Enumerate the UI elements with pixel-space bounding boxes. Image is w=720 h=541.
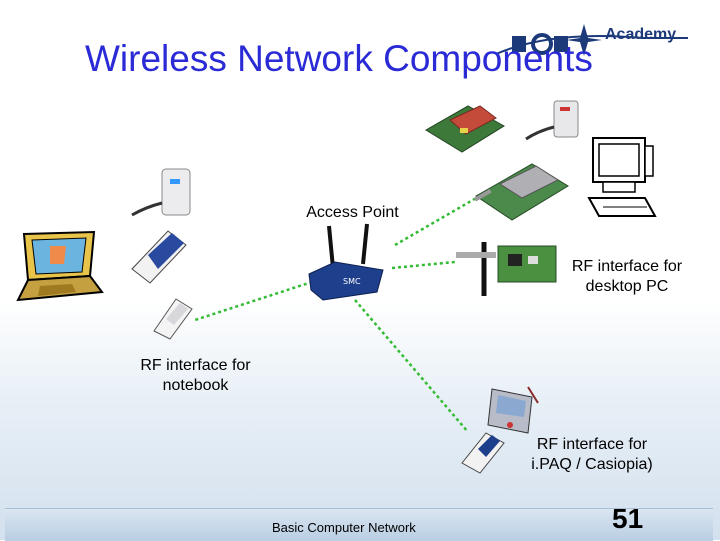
slide-title: Wireless Network Components bbox=[85, 38, 593, 79]
tot-academy-logo bbox=[495, 24, 688, 56]
usb-wireless-adapter-icon bbox=[525, 100, 579, 141]
desktop-rf-label: RF interface for desktop PC bbox=[552, 257, 702, 297]
pc-card-icon bbox=[131, 230, 187, 284]
ipaq-rf-label-line1: RF interface for bbox=[536, 436, 648, 453]
footer-bar bbox=[5, 508, 713, 541]
link-ap-notebook bbox=[194, 278, 319, 322]
nic-with-antenna-icon bbox=[456, 242, 557, 296]
usb-adapter-left-icon bbox=[131, 168, 191, 217]
footer-text: Basic Computer Network bbox=[272, 520, 416, 535]
pcmcia-adapter-board-icon bbox=[425, 105, 505, 153]
desktop-rf-label-line2: desktop PC bbox=[585, 278, 669, 295]
link-ap-desktop-card bbox=[394, 195, 479, 247]
access-point-icon: SMC bbox=[308, 223, 384, 301]
page-number: 51 bbox=[612, 503, 644, 534]
background-cityscape bbox=[0, 300, 720, 540]
link-ap-nic bbox=[391, 260, 456, 270]
desktop-rf-label-line1: RF interface for bbox=[571, 258, 683, 275]
pci-wireless-card-icon bbox=[474, 163, 569, 221]
notebook-rf-label-line1: RF interface for bbox=[140, 357, 251, 374]
ipaq-rf-label: RF interface for i.PAQ / Casiopia) bbox=[512, 435, 672, 475]
notebook-rf-label-line2: notebook bbox=[162, 377, 229, 394]
desktop-pc-icon bbox=[587, 137, 657, 217]
notebook-rf-label: RF interface for notebook bbox=[118, 356, 273, 396]
link-ap-ipaq bbox=[354, 299, 469, 433]
ipaq-rf-label-line2: i.PAQ / Casiopia) bbox=[531, 456, 653, 473]
access-point-label: Access Point bbox=[306, 204, 399, 221]
laptop-icon bbox=[16, 230, 104, 302]
ipaq-handheld-icon bbox=[487, 386, 539, 434]
compact-flash-card-icon bbox=[153, 298, 193, 340]
logo-text: Academy bbox=[605, 26, 677, 43]
svg-text:SMC: SMC bbox=[343, 277, 361, 286]
cf-wireless-card-icon bbox=[461, 432, 505, 474]
